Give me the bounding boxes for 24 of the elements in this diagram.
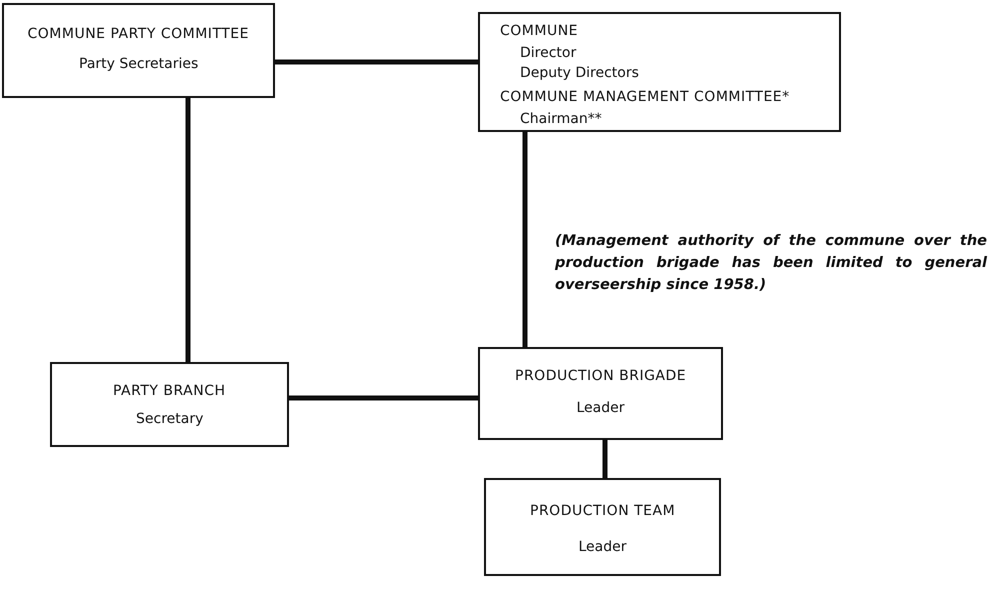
- node-heading: COMMUNE MANAGEMENT COMMITTEE*: [500, 88, 790, 106]
- node-subtitle: Secretary: [136, 410, 204, 428]
- node-subtitle: Leader: [576, 399, 625, 417]
- node-heading: COMMUNE PARTY COMMITTEE: [28, 25, 249, 43]
- org-box: [478, 347, 723, 440]
- connector-line: [186, 98, 190, 362]
- connector-line: [275, 60, 478, 64]
- node-subtitle: Chairman**: [520, 110, 602, 128]
- node-heading: PARTY BRANCH: [113, 382, 226, 400]
- connector-line: [289, 396, 478, 400]
- connector-line: [602, 440, 608, 478]
- node-heading: PRODUCTION TEAM: [530, 502, 676, 520]
- node-subtitle: Director: [520, 44, 576, 62]
- node-heading: COMMUNE: [500, 22, 578, 40]
- org-box: [2, 3, 275, 98]
- node-subtitle: Party Secretaries: [79, 55, 198, 73]
- connector-line: [522, 132, 528, 347]
- org-box: [50, 362, 289, 447]
- org-box: [478, 12, 841, 132]
- node-heading: PRODUCTION BRIGADE: [515, 367, 686, 385]
- node-subtitle: Deputy Directors: [520, 64, 639, 82]
- note-text: (Management authority of the commune over the production brigade has been limited to general overseership since 1958.): [555, 232, 987, 295]
- org-box: [484, 478, 721, 576]
- node-subtitle: Leader: [578, 538, 627, 556]
